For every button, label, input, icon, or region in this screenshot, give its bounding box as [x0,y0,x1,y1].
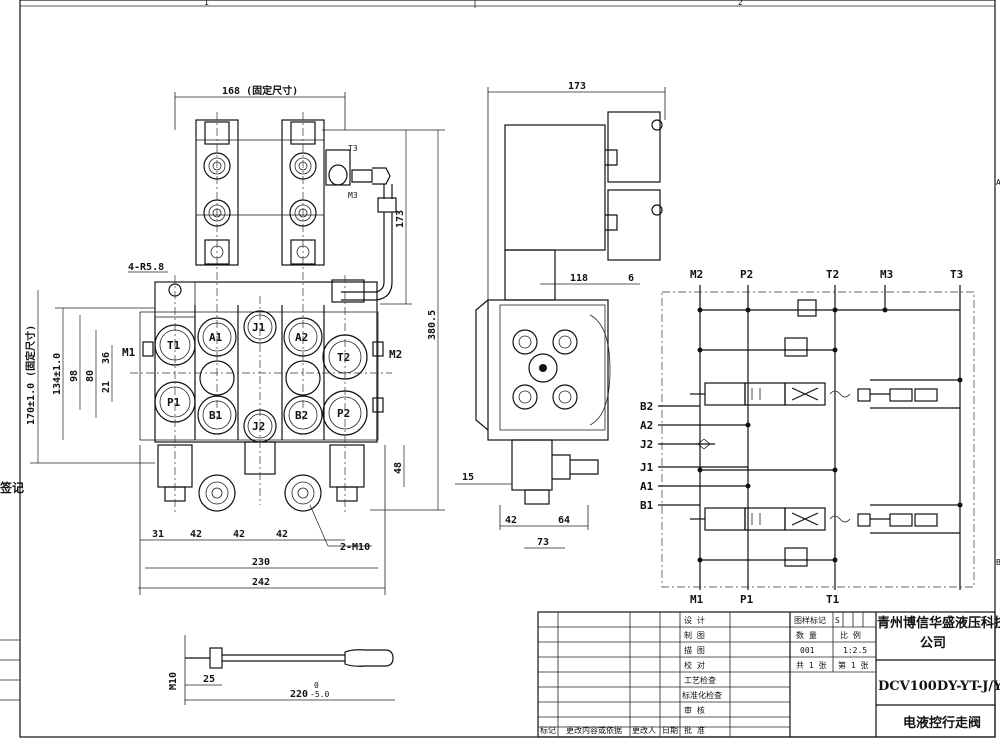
revision-header-person: 更改人 [632,725,656,735]
sign-row-standard: 标准化检查 [682,690,722,700]
hydraulic-schematic: M2 P2 T2 M3 T3 [640,268,975,606]
side-dim-64: 64 [558,515,570,526]
side-dim-118: 118 [570,273,588,284]
mark-label: 图样标记 [794,615,826,625]
dim-230: 230 [252,557,270,568]
column-label-1: 1 [204,0,209,7]
dim-98: 98 [69,370,80,382]
dim-21: 21 [101,381,112,393]
port-j2: J2 [252,420,265,433]
revision-header-mark: 标记 [540,725,556,735]
side-view: 173 118 6 15 42 64 73 [455,81,666,549]
front-view: T1 A1 J1 A2 T2 P1 B1 J2 B2 P2 M1 M2 M3 T… [24,84,445,595]
side-sign-label: 签记 [0,480,24,495]
port-p1: P1 [167,396,181,409]
port-j1: J1 [252,321,266,334]
schem-top-m3: M3 [880,268,893,281]
sheet-number: 第 1 张 [838,660,868,670]
dim-242: 242 [252,577,270,588]
handle-dim-220: 220 [290,689,308,700]
col-header-qty: 数 量 [796,630,817,640]
port-a2: A2 [295,331,308,344]
revision-header-content: 更改内容或依据 [566,725,622,735]
side-dim-42: 42 [505,515,517,526]
schem-top-m2: M2 [690,268,703,281]
dim-173: 173 [395,210,406,228]
port-b2: B2 [295,409,308,422]
sign-row-trace: 描 图 [684,645,705,655]
title-block: 设 计 制 图 描 图 校 对 工艺检查 标准化检查 审 核 批 准 标记 更改… [537,611,1000,738]
dim-top-width: 168 (固定尺寸) [222,84,298,97]
sign-row-review: 审 核 [684,705,705,715]
dim-bottom-42c: 42 [276,529,288,540]
dim-bottom-31: 31 [152,529,164,540]
dim-total-height: 380.5 [427,310,438,340]
col-header-scale: 比 例 [840,630,861,640]
side-dim-173: 173 [568,81,586,92]
schem-top-t3: T3 [950,268,963,281]
side-dim-15: 15 [462,472,474,483]
handle-tol-lower: -5.0 [310,690,329,699]
label-m3: M3 [348,191,358,200]
handle-dim-m10: M10 [168,672,179,690]
qty-value: 001 [800,646,815,655]
dim-height-134: 134±1.0 [52,353,63,395]
row-label-b: B [996,558,1000,567]
port-t1: T1 [167,339,181,352]
company-line2: 公司 [920,636,946,651]
row-label-a: A [996,178,1000,187]
side-dim-6: 6 [628,273,634,284]
sign-row-process: 工艺检查 [684,675,716,685]
company-line1: 青州博信华盛液压科技有限 [877,615,1000,631]
drawing-name: 电液控行走阀 [903,715,981,731]
dim-80: 80 [85,370,96,382]
drawing-model: DCV100DY-YT-J/YT-J [878,679,1000,694]
column-label-2: 2 [738,0,743,7]
schem-left-j1: J1 [640,461,654,474]
schem-left-b2: B2 [640,400,653,413]
dim-thread: 2-M10 [340,542,370,553]
dim-bottom-42b: 42 [233,529,245,540]
schem-bottom-t1: T1 [826,593,840,606]
handle-dim-25: 25 [203,674,215,685]
label-t3: T3 [348,144,358,153]
schem-left-a1: A1 [640,480,654,493]
side-dim-73: 73 [537,537,549,548]
dim-height-fixed: 170±1.0 (固定尺寸) [24,325,37,425]
schem-top-p2: P2 [740,268,753,281]
schem-bottom-p1: P1 [740,593,754,606]
sign-row-design: 设 计 [684,615,705,625]
schem-bottom-m1: M1 [690,593,704,606]
handle-tol-upper: 0 [314,681,319,690]
dim-bottom-42a: 42 [190,529,202,540]
sheets-total: 共 1 张 [796,661,826,670]
schem-left-j2: J2 [640,438,653,451]
schem-left-b1: B1 [640,499,654,512]
port-b1: B1 [209,409,223,422]
revision-header-date: 日期 [662,726,678,735]
label-m1: M1 [122,346,136,359]
dim-48: 48 [393,462,404,474]
mark-value: S [835,616,840,625]
sign-row-approve: 批 准 [684,725,705,735]
sign-row-draw: 制 图 [684,630,705,640]
handle-view: M10 25 220 0 -5.0 [168,635,395,705]
port-t2: T2 [337,351,350,364]
label-m2: M2 [389,348,402,361]
schem-top-t2: T2 [826,268,839,281]
scale-value: 1:2.5 [843,646,867,655]
dim-hole: 4-R5.8 [128,262,164,273]
sign-row-check: 校 对 [684,660,705,670]
port-a1: A1 [209,331,223,344]
port-p2: P2 [337,407,350,420]
schem-left-a2: A2 [640,419,653,432]
dim-36: 36 [101,352,112,364]
